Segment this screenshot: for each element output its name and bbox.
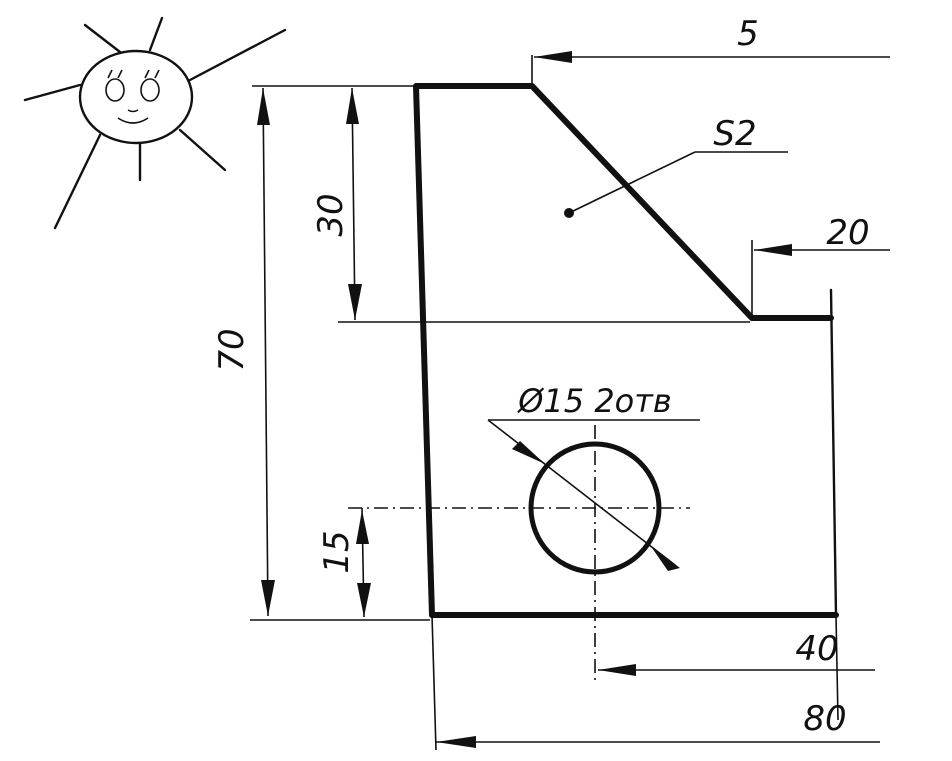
label-width-total: 80 bbox=[803, 699, 846, 739]
dimension-5: 5 bbox=[534, 14, 890, 63]
dimension-15: 15 bbox=[317, 507, 371, 618]
label-height-total: 70 bbox=[212, 328, 252, 371]
hole-leader: Ø15 2отв bbox=[487, 382, 700, 571]
label-hole-spec: Ø15 2отв bbox=[516, 382, 672, 420]
label-area: S2 bbox=[713, 114, 756, 154]
label-top-offset: 5 bbox=[737, 14, 759, 54]
label-step-width: 20 bbox=[826, 213, 869, 253]
dimension-70: 70 bbox=[212, 87, 275, 617]
dimension-20: 20 bbox=[754, 213, 890, 256]
dimension-40: 40 bbox=[598, 629, 875, 676]
sun-doodle-icon bbox=[23, 16, 287, 230]
dimension-80: 80 bbox=[436, 699, 880, 748]
area-leader: S2 bbox=[564, 114, 788, 218]
extension-lines bbox=[250, 55, 839, 751]
label-hole-offset: 40 bbox=[795, 629, 838, 669]
label-height-upper: 30 bbox=[311, 193, 351, 236]
part-outline bbox=[413, 83, 839, 618]
label-hole-height: 15 bbox=[317, 530, 357, 573]
hole-circle bbox=[348, 425, 690, 680]
dimension-30: 30 bbox=[311, 87, 362, 321]
